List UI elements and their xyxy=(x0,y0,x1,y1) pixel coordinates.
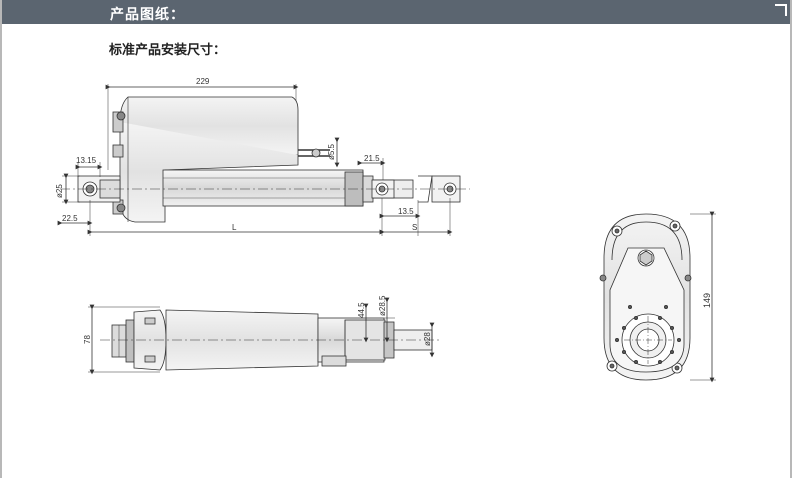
dim-height-149: 149 xyxy=(702,293,712,308)
side-view-labels: 229 13.15 ø25 22.5 ø5.5 21.5 13.5 L S xyxy=(55,77,417,232)
header-bar: 产品图纸： xyxy=(2,0,790,24)
dim-L: L xyxy=(232,223,237,232)
dim-22-5: 22.5 xyxy=(62,214,78,223)
left-frame-line xyxy=(0,0,2,478)
dim-dia-5-5: ø5.5 xyxy=(327,143,336,160)
right-frame-line xyxy=(790,0,792,478)
top-view xyxy=(88,297,440,375)
dim-44-5: 44.5 xyxy=(357,302,366,318)
dim-dia-28-5: ø28.5 xyxy=(378,295,387,316)
dim-13-5: 13.5 xyxy=(398,207,414,216)
end-view xyxy=(599,211,716,383)
dim-21-5: 21.5 xyxy=(364,154,380,163)
dim-13-15: 13.15 xyxy=(76,156,97,165)
header-title: 产品图纸： xyxy=(110,7,185,23)
top-view-labels: 78 44.5 ø28.5 ø28 xyxy=(83,295,432,346)
corner-mark xyxy=(775,4,787,16)
end-view-labels: 149 xyxy=(702,293,712,308)
dim-S: S xyxy=(412,223,417,232)
dim-dia-28: ø28 xyxy=(423,332,432,346)
side-view xyxy=(57,84,470,236)
section-subtitle: 标准产品安装尺寸： xyxy=(109,43,227,58)
dim-dia-25: ø25 xyxy=(55,184,64,198)
dim-overall-length: 229 xyxy=(196,77,210,86)
dim-width-78: 78 xyxy=(83,335,92,344)
